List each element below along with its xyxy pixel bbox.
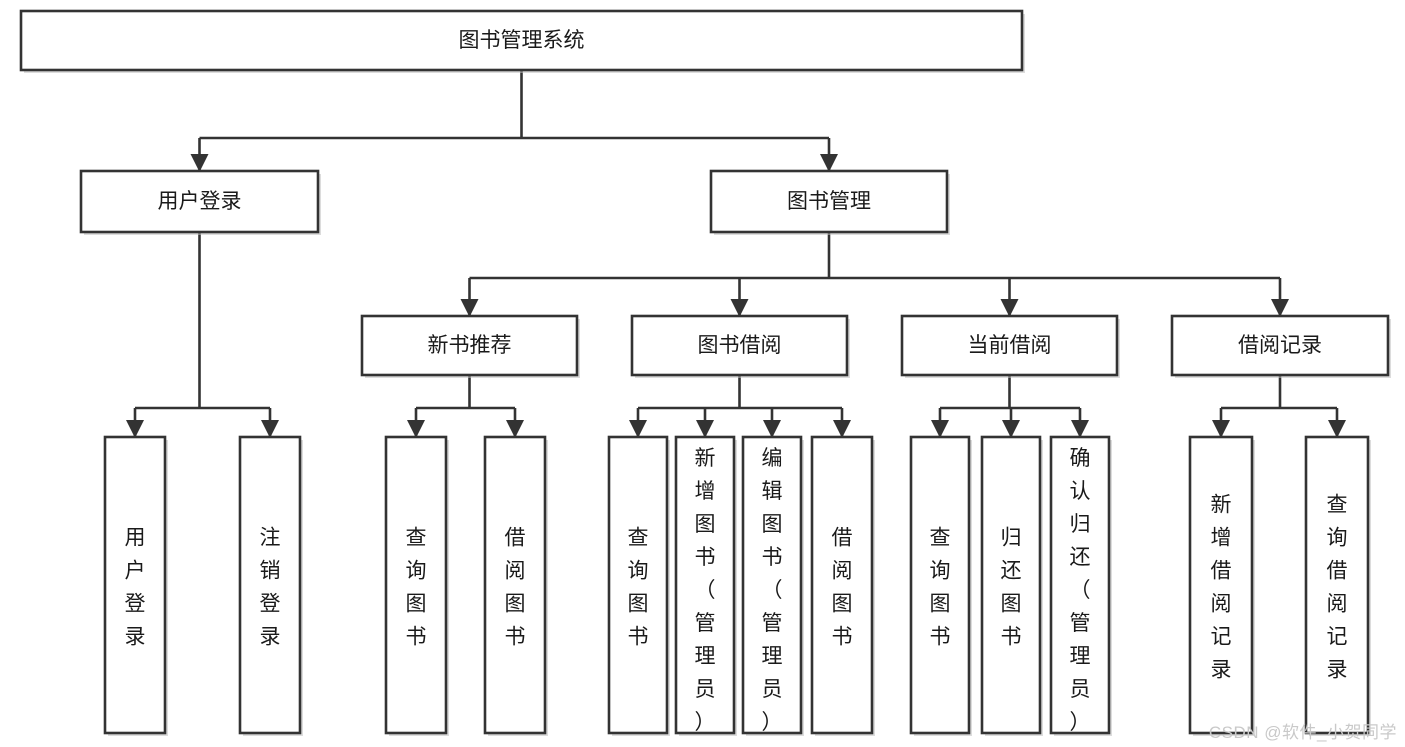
level2-box <box>709 169 949 234</box>
leaf-box <box>238 435 302 735</box>
leaf-node: 新增借阅记录 <box>1188 435 1255 736</box>
arrow-head-icon <box>261 420 279 438</box>
leaf-label: 借阅图书 <box>832 527 853 649</box>
leaf-label: 借阅图书 <box>505 527 526 649</box>
arrow-head-icon <box>629 420 647 438</box>
level3-label: 借阅记录 <box>1238 334 1322 357</box>
root-node: 图书管理系统 <box>19 9 1025 73</box>
level3-label: 图书借阅 <box>698 334 782 357</box>
level3-box <box>360 314 579 377</box>
level2-node: 用户登录 <box>79 169 321 235</box>
arrow-head-icon <box>833 420 851 438</box>
level2-box <box>79 169 320 234</box>
leaf-box <box>810 435 874 735</box>
root-label: 图书管理系统 <box>459 29 585 52</box>
leaf-label: 查询图书 <box>930 527 951 649</box>
leaf-label: 归还图书 <box>1001 527 1022 649</box>
arrow-head-icon <box>460 299 479 317</box>
arrow-head-icon <box>696 420 714 438</box>
arrow-head-icon <box>506 420 524 438</box>
level3-label: 当前借阅 <box>968 334 1052 357</box>
leaf-box <box>1304 435 1370 735</box>
arrow-head-icon <box>1212 420 1230 438</box>
arrow-head-icon <box>1000 299 1019 317</box>
arrow-head-icon <box>1002 420 1020 438</box>
arrow-head-icon <box>1328 420 1346 438</box>
leaf-node: 查询图书 <box>607 435 670 736</box>
level2-label: 图书管理 <box>787 190 871 213</box>
leaf-node: 借阅图书 <box>810 435 875 736</box>
node-layer: 图书管理系统用户登录图书管理新书推荐图书借阅当前借阅借阅记录用户登录注销登录查询… <box>19 9 1391 736</box>
leaf-box <box>1188 435 1254 735</box>
leaf-box <box>1049 435 1111 735</box>
arrow-head-icon <box>763 420 781 438</box>
leaf-label: 新增借阅记录 <box>1211 494 1232 682</box>
leaf-box <box>980 435 1042 735</box>
leaf-label: 编辑图书（管理员） <box>762 447 783 734</box>
level3-node: 借阅记录 <box>1170 314 1391 378</box>
leaf-label: 新增图书（管理员） <box>695 447 716 734</box>
leaf-node: 确认归还（管理员） <box>1049 435 1112 736</box>
leaf-label: 注销登录 <box>260 527 281 649</box>
connector-layer <box>126 70 1346 438</box>
arrow-head-icon <box>1071 420 1089 438</box>
level2-node: 图书管理 <box>709 169 950 235</box>
leaf-box <box>483 435 547 735</box>
leaf-box <box>909 435 971 735</box>
root-box <box>19 9 1024 72</box>
leaf-node: 注销登录 <box>238 435 303 736</box>
leaf-node: 查询图书 <box>384 435 449 736</box>
leaf-node: 用户登录 <box>103 435 168 736</box>
arrow-head-icon <box>126 420 144 438</box>
level3-node: 当前借阅 <box>900 314 1120 378</box>
level3-box <box>1170 314 1390 377</box>
arrow-head-icon <box>407 420 425 438</box>
arrow-head-icon <box>931 420 949 438</box>
leaf-node: 查询借阅记录 <box>1304 435 1371 736</box>
leaf-label: 查询借阅记录 <box>1327 494 1348 682</box>
arrow-head-icon <box>190 154 209 172</box>
leaf-node: 查询图书 <box>909 435 972 736</box>
leaf-box <box>103 435 167 735</box>
leaf-label: 确认归还（管理员） <box>1070 447 1091 734</box>
leaf-label: 查询图书 <box>406 527 427 649</box>
leaf-node: 新增图书（管理员） <box>674 435 737 736</box>
level3-node: 新书推荐 <box>360 314 580 378</box>
leaf-label: 查询图书 <box>628 527 649 649</box>
leaf-box <box>607 435 669 735</box>
leaf-box <box>384 435 448 735</box>
level3-box <box>900 314 1119 377</box>
level3-label: 新书推荐 <box>428 334 512 357</box>
level3-box <box>630 314 849 377</box>
leaf-node: 归还图书 <box>980 435 1043 736</box>
leaf-node: 编辑图书（管理员） <box>741 435 804 736</box>
leaf-box <box>674 435 736 735</box>
leaf-node: 借阅图书 <box>483 435 548 736</box>
leaf-box <box>741 435 803 735</box>
arrow-head-icon <box>820 154 838 172</box>
leaf-label: 用户登录 <box>125 527 146 649</box>
level2-label: 用户登录 <box>158 190 242 213</box>
arrow-head-icon <box>730 299 749 317</box>
level3-node: 图书借阅 <box>630 314 850 378</box>
arrow-head-icon <box>1271 299 1289 317</box>
